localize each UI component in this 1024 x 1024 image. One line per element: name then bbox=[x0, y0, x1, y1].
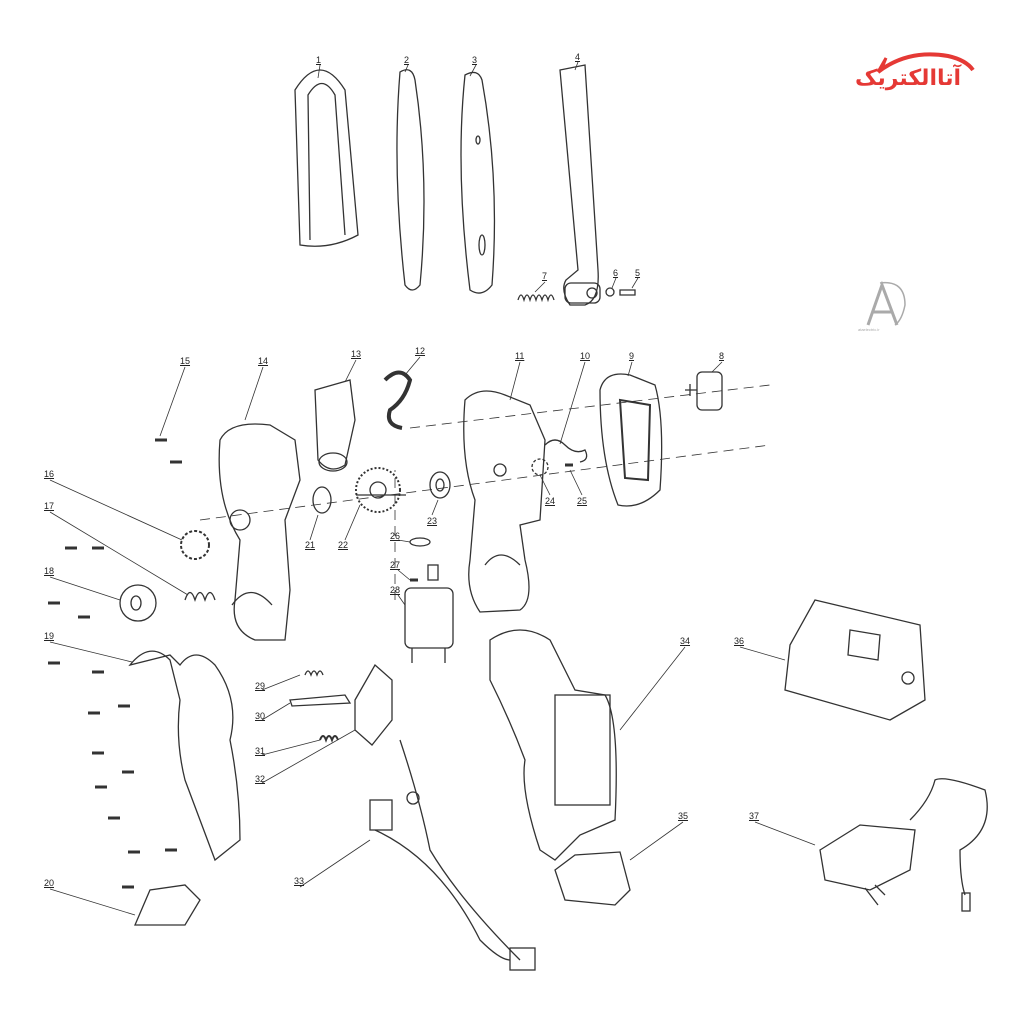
part-housing-left bbox=[218, 423, 301, 641]
part-main-gear bbox=[355, 467, 401, 513]
part-label: 3 bbox=[472, 55, 478, 65]
part-label: 14 bbox=[258, 356, 269, 366]
part-label: 26 bbox=[390, 531, 401, 541]
part-label: 10 bbox=[580, 351, 591, 361]
part-label: 12 bbox=[415, 346, 426, 356]
part-label: 4 bbox=[575, 52, 581, 62]
part-label: 16 bbox=[44, 469, 55, 479]
part-label: 7 bbox=[542, 271, 548, 281]
part-label: 21 bbox=[305, 540, 316, 550]
part-label: 31 bbox=[255, 746, 266, 756]
part-label: 35 bbox=[678, 811, 689, 821]
part-label: 6 bbox=[613, 268, 619, 278]
part-label: 33 bbox=[294, 876, 305, 886]
part-bar-cover bbox=[396, 69, 425, 291]
part-tube bbox=[559, 64, 599, 306]
part-label: 20 bbox=[44, 878, 55, 888]
part-label: 17 bbox=[44, 501, 55, 511]
part-pinion-gear bbox=[180, 530, 210, 560]
part-label: 34 bbox=[680, 636, 691, 646]
part-cap bbox=[119, 584, 157, 622]
part-label: 15 bbox=[180, 356, 191, 366]
part-label: 9 bbox=[629, 351, 635, 361]
part-charger bbox=[819, 824, 916, 891]
part-cable bbox=[374, 739, 521, 961]
part-label: 19 bbox=[44, 631, 55, 641]
part-motor bbox=[404, 587, 454, 649]
part-label: 8 bbox=[719, 351, 725, 361]
part-guide-bar bbox=[460, 71, 496, 294]
part-label: 29 bbox=[255, 681, 266, 691]
part-label: 24 bbox=[545, 496, 556, 506]
logo-text: آتاالکتریک bbox=[854, 66, 962, 91]
part-label: 1 bbox=[316, 55, 322, 65]
part-label: 32 bbox=[255, 774, 266, 784]
part-chain bbox=[294, 69, 359, 247]
part-handle-left bbox=[128, 650, 241, 862]
part-label: 30 bbox=[255, 711, 266, 721]
part-label: 27 bbox=[390, 560, 401, 570]
part-arm bbox=[314, 379, 356, 470]
part-label: 11 bbox=[515, 351, 525, 361]
part-label: 25 bbox=[577, 496, 588, 506]
part-housing-right bbox=[463, 390, 546, 613]
part-label: 5 bbox=[635, 268, 641, 278]
part-label: 2 bbox=[404, 55, 410, 65]
brand-logo: آتاالکتریک bbox=[838, 44, 978, 100]
logo-swoosh-icon bbox=[876, 52, 975, 74]
part-switch bbox=[354, 663, 393, 746]
part-label: 23 bbox=[427, 516, 438, 526]
part-handle-right bbox=[489, 629, 617, 861]
watermark-text: ataelectric.ir bbox=[858, 327, 880, 332]
part-side-cover bbox=[599, 373, 663, 507]
part-knob bbox=[696, 371, 723, 411]
part-label: 13 bbox=[351, 349, 362, 359]
part-hook bbox=[383, 370, 413, 430]
part-battery bbox=[784, 599, 926, 721]
part-label: 28 bbox=[390, 585, 401, 595]
part-spring bbox=[517, 294, 555, 303]
watermark-logo bbox=[866, 280, 906, 326]
part-label: 36 bbox=[734, 636, 745, 646]
part-label: 37 bbox=[749, 811, 760, 821]
part-label: 22 bbox=[338, 540, 349, 550]
part-label: 18 bbox=[44, 566, 55, 576]
